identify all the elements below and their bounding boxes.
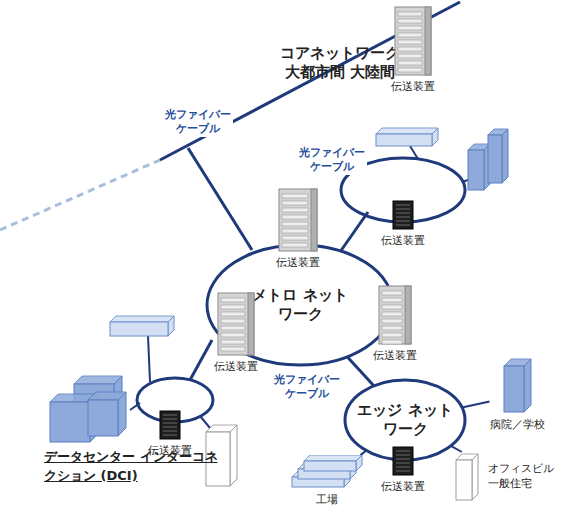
device-icon [392, 446, 414, 476]
building-label: 工場 [316, 493, 338, 508]
device-label: 伝送装置 [373, 348, 417, 363]
dci-ring [137, 378, 213, 422]
fiber-cable [340, 212, 368, 252]
building-node: 病院／学校 [490, 358, 545, 433]
building-icon [502, 358, 532, 414]
device-icon [378, 285, 412, 345]
cable-label: 光ファイバー ケーブル [297, 146, 367, 175]
device-icon [217, 292, 255, 356]
building-node: オフィスビル 一般住宅 [454, 452, 560, 502]
device-label: 伝送装置 [148, 443, 192, 458]
access-link [130, 403, 140, 410]
cable-label: 光ファイバー ケーブル [272, 373, 342, 402]
device-icon [278, 188, 318, 252]
device-label: 伝送装置 [276, 255, 320, 270]
building-label: データセンター インターコネクション (DCI) [44, 448, 226, 486]
fiber-link [451, 446, 462, 452]
building-node: 工場 [290, 455, 364, 508]
device-label: 伝送装置 [391, 79, 435, 94]
transmission-device: 伝送装置 [381, 446, 425, 494]
network-name: メトロ ネットワーク [248, 286, 353, 324]
building-label: 病院／学校 [490, 418, 545, 433]
building-label: オフィスビル 一般住宅 [488, 462, 560, 492]
building-icon [44, 372, 136, 448]
access-link [200, 416, 210, 428]
device-icon [392, 200, 414, 230]
transmission-device: 伝送装置 [148, 410, 192, 458]
access-link [148, 336, 150, 382]
fiber-cable [190, 340, 212, 380]
device-label: 伝送装置 [214, 359, 258, 374]
transmission-device: 伝送装置 [373, 285, 417, 363]
transmission-device: 伝送装置 [276, 188, 320, 270]
building-node: データセンター インターコネクション (DCI) [44, 372, 226, 486]
device-icon [159, 410, 181, 440]
transmission-device: 伝送装置 [391, 6, 435, 94]
transmission-device: 伝送装置 [214, 292, 258, 374]
fiber-cable [188, 148, 252, 250]
building-icon [290, 455, 364, 489]
building-icon [454, 452, 480, 502]
network-name: エッジ ネットワーク [353, 401, 458, 439]
access-link [410, 146, 418, 159]
device-label: 伝送装置 [381, 479, 425, 494]
transmission-device: 伝送装置 [381, 200, 425, 248]
core-cable [160, 2, 460, 160]
device-label: 伝送装置 [381, 233, 425, 248]
cable-label: 光ファイバー ケーブル [163, 108, 233, 137]
core-network-label: コアネットワーク 大都市間 大陸間 [276, 44, 404, 82]
device-icon [394, 6, 432, 76]
fiber-link [347, 357, 374, 386]
core-cable-dashed [0, 160, 160, 230]
fiber-link [462, 401, 490, 407]
